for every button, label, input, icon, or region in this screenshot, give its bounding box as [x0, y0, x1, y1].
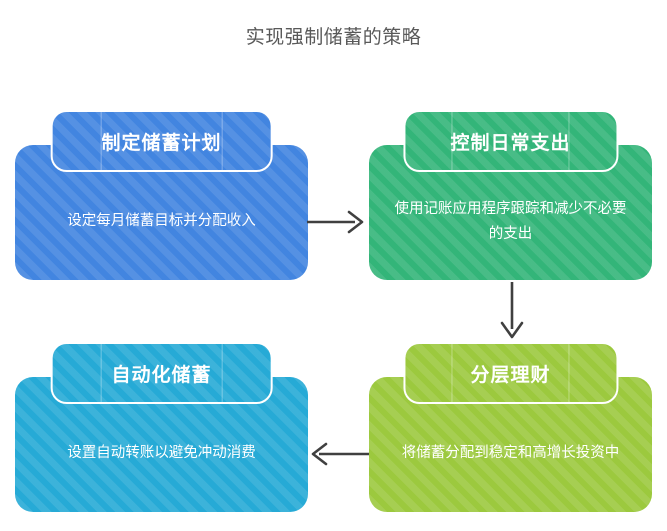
arrow-left-icon [311, 442, 369, 466]
flow-node-2-header-text: 控制日常支出 [450, 132, 571, 154]
page-title: 实现强制储蓄的策略 [245, 27, 422, 48]
flow-node-3-body-text: 将储蓄分配到稳定和高增长投资中 [401, 445, 620, 461]
flow-node-4-header: 自动化储蓄 [50, 342, 273, 404]
flow-node-3-header-text: 分层理财 [470, 364, 551, 386]
flow-node-3-header: 分层理财 [402, 342, 619, 404]
flow-node-1-body-text: 设定每月储蓄目标并分配收入 [67, 213, 256, 229]
arrow-down-icon [500, 282, 524, 339]
flow-node-2-body-text: 使用记账应用程序跟踪和减少不必要的支出 [394, 200, 627, 242]
arrow-right-icon [307, 210, 364, 234]
flow-node-1-header-text: 制定储蓄计划 [101, 132, 222, 154]
flow-node-4-header-text: 自动化储蓄 [111, 364, 212, 386]
flow-node-1-header: 制定储蓄计划 [50, 110, 273, 172]
flow-node-4-body-text: 设置自动转账以避免冲动消费 [67, 445, 256, 461]
flow-node-2-header: 控制日常支出 [402, 110, 619, 172]
